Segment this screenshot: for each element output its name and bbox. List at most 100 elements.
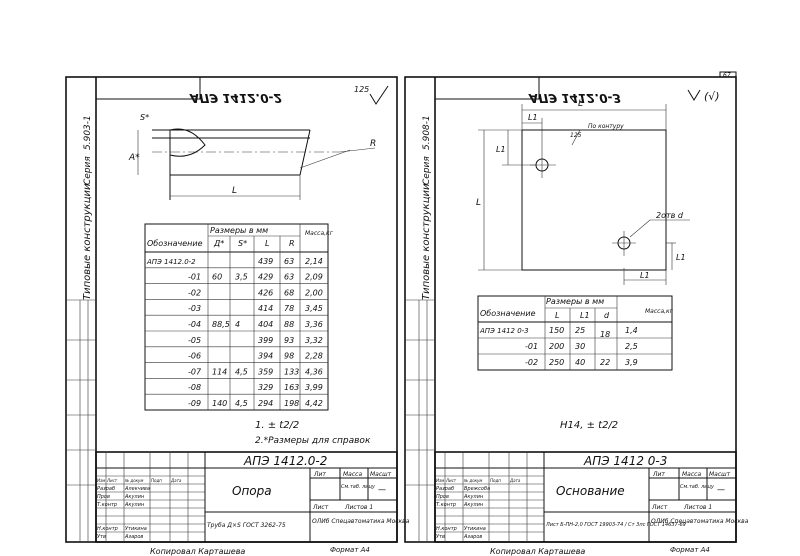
lt-row-name: -09: [188, 399, 201, 408]
lt-row-l: 414: [258, 304, 273, 313]
rt-row-mass: 3,9: [625, 358, 638, 367]
tb-person-role: Утв: [97, 534, 106, 540]
dim-l: L: [232, 186, 237, 196]
lt-row-mass: 3,36: [305, 320, 323, 329]
tb-person-head: Дата: [170, 478, 182, 483]
lt-row-name: АПЭ 1412.0-2: [146, 258, 196, 266]
left-tb-col-mass: Масса: [343, 471, 362, 478]
right-note: Н14, ± t2/2: [560, 420, 618, 431]
lt-row-name: -01: [188, 273, 201, 282]
top-right-mark: 67: [723, 72, 731, 79]
tb-person-head: Дата: [509, 478, 521, 483]
right-title-block: [434, 451, 737, 543]
lt-row-mass: 4,36: [305, 367, 323, 376]
tb-person-name: Азаров: [463, 534, 482, 540]
lt-row-r: 88: [284, 320, 294, 329]
left-tb-sheet: Лист: [312, 504, 329, 511]
tb-person-name: Акулин: [463, 494, 484, 500]
dim-plate-l1-bottom: L1: [640, 271, 650, 280]
rt-row-mass: 1,4: [625, 326, 638, 335]
left-types-label: Типовые конструкции: [82, 183, 93, 300]
left-tb-mass-val: См.таб. лицу: [341, 484, 376, 490]
roughness-icon: [687, 89, 701, 101]
tb-person-head: Изм: [97, 478, 105, 483]
right-format: Формат А4: [670, 546, 710, 554]
lt-row-name: -02: [188, 288, 201, 297]
lt-row-mass: 3,32: [305, 336, 323, 345]
right-types-label: Типовые конструкции: [421, 183, 432, 300]
tb-person-head: Подп: [490, 478, 501, 483]
rt-row-d: 18: [600, 330, 610, 339]
tb-person-name: Акулин: [124, 494, 145, 500]
right-tb-sheets: Листов 1: [683, 504, 712, 511]
lt-row-l: 429: [258, 273, 273, 282]
lt-row-l: 426: [258, 288, 273, 297]
tb-person-name: Акулин: [124, 502, 145, 508]
roughness-icon: [369, 85, 389, 105]
dim-r: R: [370, 139, 376, 149]
tb-person-head: Лист: [106, 478, 118, 483]
lt-row-mass: 3,45: [305, 304, 323, 313]
lt-row-r: 163: [284, 383, 299, 392]
lt-row-r: 198: [284, 399, 299, 408]
lt-col-r: R: [289, 239, 295, 248]
left-tb-sheets: Листов 1: [344, 504, 373, 511]
lt-row-s: 4: [235, 320, 240, 329]
tb-person-role: Н.контр: [436, 526, 457, 532]
tb-person-name: Акулин: [463, 502, 484, 508]
left-series-number: 5.903-1: [83, 115, 93, 150]
rt-row-mass: 2,5: [625, 342, 638, 351]
right-tb-col-scale: Масшт: [709, 471, 731, 478]
lt-head-sizes: Размеры в мм: [210, 226, 268, 235]
tb-person-role: Н.контр: [97, 526, 118, 532]
lt-row-r: 133: [284, 367, 299, 376]
lt-row-d: 60: [212, 273, 222, 282]
rt-row-name: -01: [525, 342, 538, 351]
left-tb-name: Опора: [232, 484, 272, 498]
left-top-stamp: [95, 76, 201, 100]
right-tb-col-mass: Масса: [682, 471, 701, 478]
right-tb-org: ОЛИб Спецавтоматика Москва: [651, 518, 749, 525]
right-top-stamp-text: АПЭ 1412.0-3: [528, 91, 621, 105]
dim-roughness: 125: [570, 132, 582, 139]
dim-hole: 2отв d: [656, 211, 684, 220]
rt-head-mass: Масса,кг: [645, 308, 674, 315]
dim-plate-l-side: L: [476, 198, 481, 208]
roughness-brackets: (√): [704, 90, 720, 103]
dim-contour: По контуру: [588, 123, 624, 130]
left-tb-col-scale: Масшт: [370, 471, 392, 478]
rt-col-l1: L1: [580, 311, 590, 320]
rt-head-designation: Обозначение: [480, 309, 536, 318]
rt-row-d: 22: [600, 358, 610, 367]
right-series-label: Серия: [422, 156, 432, 185]
dim-plate-l: L: [578, 99, 583, 109]
pipe-drawing: [137, 128, 376, 200]
left-copied: Копировал Карташева: [150, 547, 245, 556]
rt-col-d: d: [604, 311, 610, 320]
lt-row-mass: 2,09: [305, 273, 323, 282]
tb-person-role: Т.контр: [436, 502, 456, 508]
right-side-stamp-cells: [405, 299, 435, 486]
rt-row-name: АПЭ 1412 0-3: [479, 327, 529, 335]
lt-row-r: 68: [284, 288, 294, 297]
lt-row-r: 98: [284, 352, 294, 361]
dim-s: S*: [140, 113, 149, 122]
tb-person-name: Врежсоба: [464, 486, 490, 492]
tb-person-head: № докум: [463, 478, 482, 483]
lt-row-d: 88,5: [212, 320, 230, 329]
dim-plate-l1-right: L1: [676, 253, 686, 262]
left-title-block: [95, 451, 398, 543]
lt-col-l: L: [265, 239, 269, 248]
left-tb-material: Труба Д×S ГОСТ 3262-75: [207, 522, 286, 529]
corner-tab: [719, 71, 737, 78]
lt-col-s: S*: [238, 239, 247, 248]
lt-head-mass: Масса,кг: [305, 230, 334, 237]
left-top-stamp-text: АПЭ 1412.0-2: [189, 91, 282, 105]
left-roughness-value: 125: [354, 85, 369, 94]
tb-person-role: Утв: [436, 534, 445, 540]
plate-drawing: [478, 104, 690, 285]
rt-row-l1: 25: [575, 326, 585, 335]
left-note-1: 1. ± t2/2: [255, 420, 299, 431]
